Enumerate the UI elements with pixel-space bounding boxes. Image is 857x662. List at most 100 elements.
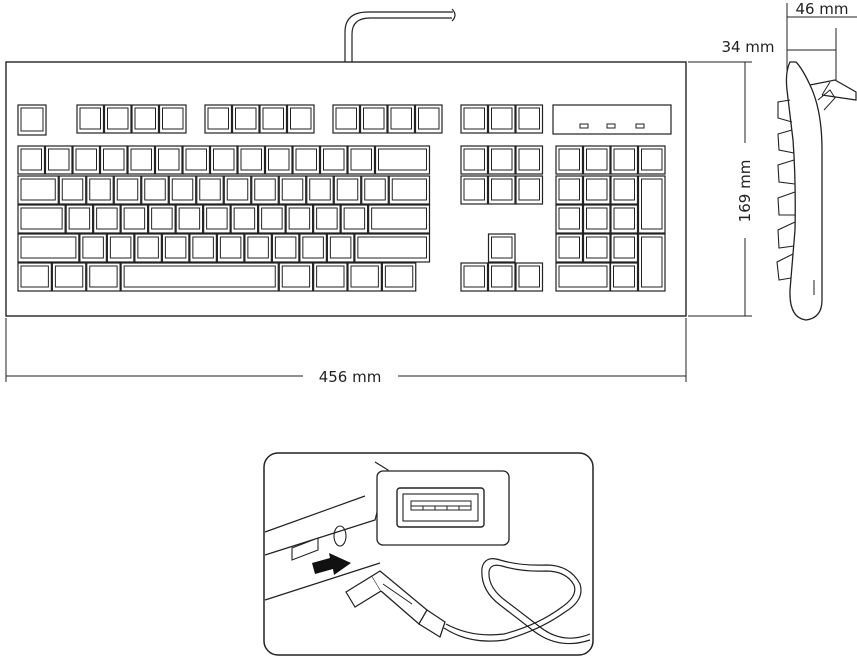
- keyboard-key: [121, 263, 278, 291]
- keyboard-key: [556, 234, 583, 262]
- keyboard-key: [87, 176, 114, 204]
- width-label: 456 mm: [319, 368, 382, 386]
- keyboard-key: [639, 176, 666, 233]
- keyboard-key: [556, 205, 583, 233]
- keyboard-key: [77, 105, 104, 133]
- keyboard-key: [382, 263, 415, 291]
- keyboard-key: [334, 176, 361, 204]
- keyboard-key: [489, 176, 516, 204]
- keyboard-key: [59, 176, 86, 204]
- keyboard-key: [348, 263, 381, 291]
- keyboard-key: [556, 176, 583, 204]
- keyboard-key: [80, 234, 107, 262]
- keyboard-key: [611, 176, 638, 204]
- keyboard-key: [461, 263, 488, 291]
- keyboard-key: [217, 234, 244, 262]
- keyboard-key: [293, 146, 320, 174]
- keyboard-key: [266, 146, 293, 174]
- keyboard-key: [18, 146, 45, 174]
- keyboard-key: [279, 263, 312, 291]
- keyboard-key: [18, 234, 79, 262]
- keyboard-key: [611, 263, 638, 291]
- keyboard-key: [190, 234, 217, 262]
- keyboard-key: [584, 234, 611, 262]
- keyboard-key: [105, 105, 132, 133]
- keyboard-key: [169, 176, 196, 204]
- keyboard-key: [516, 105, 543, 133]
- keyboard-key: [388, 105, 415, 133]
- keyboard-side-profile: [777, 62, 856, 320]
- keyboard-key: [259, 205, 286, 233]
- keyboard-key: [197, 176, 224, 204]
- led-panel: [553, 105, 671, 134]
- keyboard-key: [260, 105, 287, 133]
- keyboard-key: [369, 205, 430, 233]
- keyboard-key: [149, 205, 176, 233]
- keyboard-key: [461, 176, 488, 204]
- keyboard-key: [639, 234, 666, 291]
- keyboard-key: [314, 205, 341, 233]
- keyboard-key: [279, 176, 306, 204]
- keyboard-key: [224, 176, 251, 204]
- depth-front-label: 34 mm: [721, 38, 774, 56]
- keyboard-key: [52, 263, 85, 291]
- keyboard-key: [639, 146, 666, 174]
- keyboard-key: [211, 146, 238, 174]
- keyboard-key: [18, 205, 65, 233]
- keyboard-key: [461, 105, 488, 133]
- usb-connection-illustration: [264, 453, 593, 655]
- keyboard-key: [46, 146, 73, 174]
- keyboard-key: [135, 234, 162, 262]
- keyboard-key: [556, 263, 610, 291]
- keyboard-key: [300, 234, 327, 262]
- keyboard-key: [18, 105, 46, 135]
- keyboard-key: [107, 234, 134, 262]
- height-dimension: 169 mm: [688, 62, 754, 316]
- keyboard-key: [611, 205, 638, 233]
- keyboard-key: [252, 176, 279, 204]
- keyboard-key: [361, 105, 388, 133]
- keyboard-key: [584, 146, 611, 174]
- keyboard-key: [314, 263, 347, 291]
- keyboard-key: [516, 146, 543, 174]
- keyboard-key: [238, 146, 265, 174]
- keyboard-key: [376, 146, 430, 174]
- keyboard-key: [245, 234, 272, 262]
- keyboard-key: [288, 105, 315, 133]
- keyboard-key: [611, 234, 638, 262]
- keyboard-key: [584, 176, 611, 204]
- keyboard-key: [489, 105, 516, 133]
- keyboard-key: [204, 205, 231, 233]
- keyboard-key: [101, 146, 128, 174]
- keyboard-key: [416, 105, 443, 133]
- keyboard-key: [94, 205, 121, 233]
- keyboard-key: [142, 176, 169, 204]
- keyboard-key: [489, 146, 516, 174]
- keyboard-key: [341, 205, 368, 233]
- keyboard-key: [333, 105, 360, 133]
- keyboard-key: [611, 146, 638, 174]
- keyboard-key: [128, 146, 155, 174]
- keyboard-key: [183, 146, 210, 174]
- keyboard-key: [516, 176, 543, 204]
- keyboard-key: [205, 105, 232, 133]
- depth-dimension-34: 34 mm: [721, 28, 836, 80]
- keyboard-key: [121, 205, 148, 233]
- keyboard-key: [114, 176, 141, 204]
- keyboard-key: [162, 234, 189, 262]
- keyboard-key: [87, 263, 120, 291]
- keyboard-key: [176, 205, 203, 233]
- keyboard-key: [348, 146, 375, 174]
- keyboard-key: [584, 205, 611, 233]
- depth-top-label: 46 mm: [795, 0, 848, 18]
- keyboard-key: [321, 146, 348, 174]
- keyboard-key: [73, 146, 100, 174]
- keyboard-key: [286, 205, 313, 233]
- keyboard-key: [327, 234, 354, 262]
- keyboard-key: [66, 205, 93, 233]
- usb-port-icon: [397, 488, 484, 527]
- keyboard-key: [362, 176, 389, 204]
- keyboard-key: [389, 176, 429, 204]
- keyboard-key: [132, 105, 159, 133]
